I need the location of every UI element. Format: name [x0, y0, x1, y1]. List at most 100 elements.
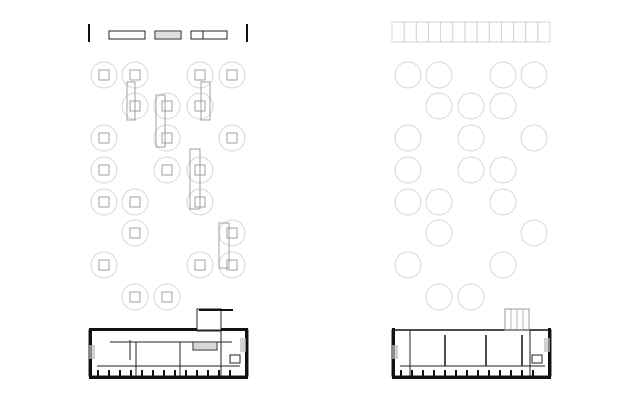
- column-tick: [174, 370, 176, 376]
- tree-circle: [425, 188, 453, 216]
- tree-circle: [489, 92, 517, 120]
- tree-circle: [520, 61, 548, 89]
- tree-circle: [394, 124, 422, 152]
- column-tick: [119, 370, 121, 376]
- right-circle-grid: [394, 61, 548, 311]
- square-marker: [161, 132, 173, 144]
- right-plan-group: [391, 21, 552, 379]
- tree-circle: [153, 283, 181, 311]
- tree-circle: [90, 251, 118, 279]
- tree-circle: [90, 156, 118, 184]
- column-tick: [455, 370, 457, 376]
- square-marker: [161, 291, 173, 303]
- column-tick: [488, 370, 490, 376]
- tree-circle: [457, 124, 485, 152]
- tree-circle: [90, 188, 118, 216]
- square-marker: [98, 259, 110, 271]
- tree-circle: [425, 92, 453, 120]
- tree-circle: [520, 124, 548, 152]
- right-top-elevation: [391, 21, 551, 43]
- tree-circle: [425, 283, 453, 311]
- square-marker: [129, 227, 141, 239]
- tree-circle: [425, 61, 453, 89]
- square-marker: [194, 69, 206, 81]
- square-marker: [194, 100, 206, 112]
- tree-circle: [489, 61, 517, 89]
- tree-circle: [153, 92, 181, 120]
- tree-circle: [489, 188, 517, 216]
- tree-circle: [394, 61, 422, 89]
- column-tick: [141, 370, 143, 376]
- left-plan-column-ticks: [97, 370, 231, 376]
- column-tick: [163, 370, 165, 376]
- tree-circle: [520, 219, 548, 247]
- left-square-markers: [98, 69, 238, 303]
- tree-circle: [121, 283, 149, 311]
- left-floor-plan: [88, 308, 249, 379]
- tree-circle: [218, 124, 246, 152]
- square-marker: [226, 69, 238, 81]
- column-tick: [152, 370, 154, 376]
- right-plan-column-ticks: [400, 370, 534, 376]
- tree-circle: [489, 156, 517, 184]
- tree-circle: [218, 61, 246, 89]
- tree-circle: [218, 219, 246, 247]
- square-marker: [194, 259, 206, 271]
- tree-circle: [218, 251, 246, 279]
- square-marker: [226, 132, 238, 144]
- tree-circle: [457, 92, 485, 120]
- tree-circle: [457, 156, 485, 184]
- column-tick: [185, 370, 187, 376]
- column-tick: [532, 370, 534, 376]
- column-tick: [97, 370, 99, 376]
- tree-circle: [394, 156, 422, 184]
- tree-circle: [186, 61, 214, 89]
- square-marker: [129, 291, 141, 303]
- tree-circle: [457, 283, 485, 311]
- column-tick: [499, 370, 501, 376]
- column-tick: [411, 370, 413, 376]
- tree-circle: [425, 219, 453, 247]
- square-marker: [98, 164, 110, 176]
- column-tick: [444, 370, 446, 376]
- right-screen-bays: [403, 22, 539, 42]
- column-tick: [130, 370, 132, 376]
- tree-circle: [153, 156, 181, 184]
- column-tick: [422, 370, 424, 376]
- tree-circle: [394, 188, 422, 216]
- left-top-elevation: [88, 24, 248, 42]
- column-tick: [510, 370, 512, 376]
- left-plan-group: [88, 24, 249, 379]
- column-tick: [466, 370, 468, 376]
- square-marker: [161, 100, 173, 112]
- square-marker: [98, 69, 110, 81]
- tree-circle: [394, 251, 422, 279]
- tree-circle: [121, 219, 149, 247]
- column-tick: [196, 370, 198, 376]
- column-tick: [477, 370, 479, 376]
- column-tick: [521, 370, 523, 376]
- column-tick: [207, 370, 209, 376]
- column-tick: [108, 370, 110, 376]
- square-marker: [129, 196, 141, 208]
- square-marker: [98, 132, 110, 144]
- square-marker: [226, 227, 238, 239]
- right-floor-plan: [391, 308, 552, 379]
- tree-circle: [489, 251, 517, 279]
- tree-circle: [121, 188, 149, 216]
- column-tick: [218, 370, 220, 376]
- tree-circle: [90, 124, 118, 152]
- left-circle-grid: [90, 61, 246, 311]
- square-marker: [226, 259, 238, 271]
- tree-circle: [90, 61, 118, 89]
- left-vertical-panels: [126, 81, 230, 269]
- square-marker: [98, 196, 110, 208]
- square-marker: [129, 69, 141, 81]
- column-tick: [433, 370, 435, 376]
- column-tick: [400, 370, 402, 376]
- tree-circle: [153, 124, 181, 152]
- tree-circle: [186, 92, 214, 120]
- square-marker: [161, 164, 173, 176]
- tree-circle: [186, 251, 214, 279]
